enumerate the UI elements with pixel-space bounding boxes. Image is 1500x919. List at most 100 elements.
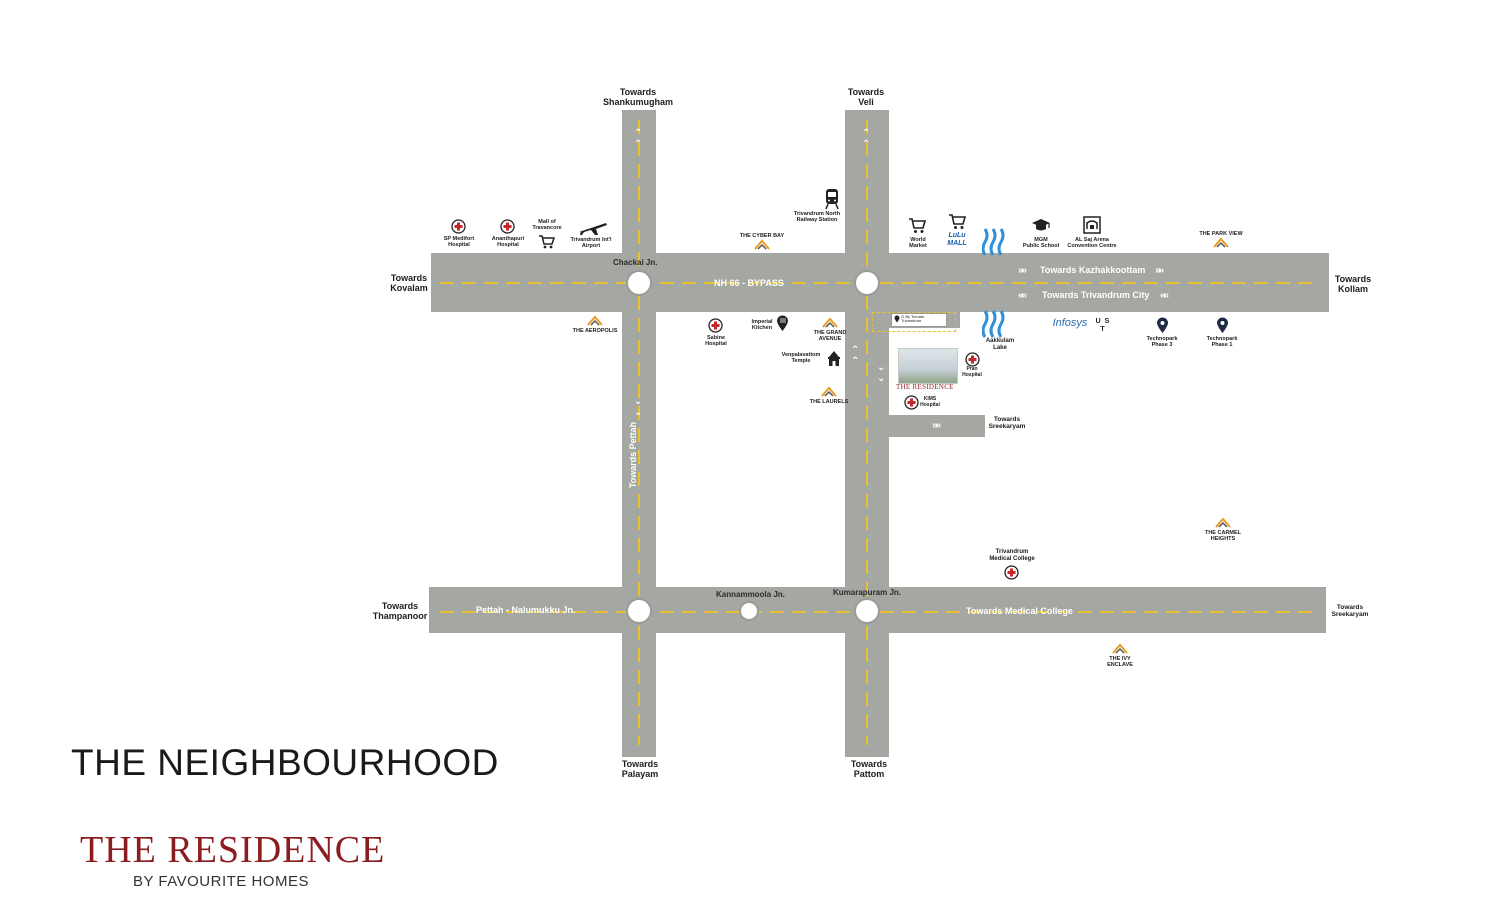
chevron-right-icon: »»: [1018, 265, 1027, 276]
water-icon: [982, 228, 1005, 256]
label-laurels: THE LAURELS: [809, 399, 849, 405]
junction-label-chackai: Chackai Jn.: [613, 258, 658, 267]
junction-label-kannammoola: Kannammoola Jn.: [716, 590, 785, 599]
chevron-up-icon: ⌃⌃: [634, 128, 643, 150]
direction-palayam: Towards Palayam: [621, 759, 659, 780]
road-label-kazhakkoottam: Towards Kazhakkoottam: [1040, 265, 1146, 275]
label-technopark1: Technopark Phase 1: [1206, 336, 1238, 349]
road-label-pettah-vertical: Towards Pettah: [628, 421, 639, 489]
label-mgm: MGM Public School: [1022, 237, 1060, 250]
train-icon: [825, 189, 839, 210]
label-cyber-bay: THE CYBER BAY: [739, 233, 785, 239]
lane-marking: [638, 120, 640, 745]
project-carmel-heights: THE CARMEL HEIGHTS: [1198, 517, 1248, 542]
location-pin-icon: [1217, 317, 1228, 333]
logo-infosys: Infosys: [1052, 317, 1088, 329]
house-logo-icon: [1215, 517, 1231, 528]
brand-subtitle: BY FAVOURITE HOMES: [133, 873, 309, 890]
label-grand-avenue: THE GRAND AVENUE: [813, 330, 847, 343]
arena-icon: [1083, 216, 1101, 234]
hospital-icon: [1004, 565, 1019, 580]
direction-shankumugham: Towards Shankumugham: [602, 87, 673, 108]
logo-ust: U S T: [1095, 318, 1111, 334]
label-ananthapuri: Ananthapuri Hospital: [491, 236, 525, 249]
graduation-cap-icon: [1032, 219, 1050, 231]
house-logo-icon: [1213, 237, 1229, 248]
house-logo-icon: [754, 239, 770, 250]
junction-kumarapuram: [854, 598, 880, 624]
chevron-left-icon: ««: [1018, 290, 1027, 301]
hospital-icon: [965, 352, 980, 367]
junction-chackai: [626, 270, 652, 296]
label-pran: Pran Hospital: [962, 366, 982, 378]
shopping-cart-icon: [909, 218, 927, 233]
route-dashed-outline: [872, 312, 956, 332]
logo-lulu-mall: LuLu MALL: [947, 232, 967, 248]
label-ivy: THE IVY ENCLAVE: [1107, 656, 1133, 669]
label-venpalavattom: Venpalavattom Temple: [781, 352, 821, 365]
residence-building-image: [898, 348, 958, 384]
hospital-icon: [708, 318, 723, 333]
hospital-icon: [500, 219, 515, 234]
direction-kovalam: Towards Kovalam: [390, 273, 428, 294]
temple-icon: [828, 351, 840, 366]
label-carmel: THE CARMEL HEIGHTS: [1204, 530, 1242, 543]
callout-label: G By Tomato Trivandrum: [901, 314, 925, 323]
project-ivy-enclave: THE IVY ENCLAVE: [1096, 643, 1144, 668]
chevron-right-icon: »»: [1155, 265, 1164, 276]
chevron-down-icon: ⌄⌄: [877, 362, 886, 384]
direction-kollam: Towards Kollam: [1334, 274, 1372, 295]
direction-pattom: Towards Pattom: [850, 759, 888, 780]
direction-sreekaryam-mid: Towards Sreekaryam: [988, 416, 1026, 431]
project-aeropolis: THE AEROPOLIS: [570, 315, 620, 334]
road-label-trivandrum-city: Towards Trivandrum City: [1042, 290, 1150, 300]
chevron-down-icon: ⌄⌄: [634, 396, 643, 418]
residence-caption: THE RESIDENCE: [896, 383, 954, 391]
page-title: THE NEIGHBOURHOOD: [71, 742, 499, 783]
direction-thampanoor: Towards Thampanoor: [372, 601, 428, 622]
label-medical-college: Trivandrum Medical College: [989, 549, 1035, 562]
label-sabine: Sabine Hospital: [705, 335, 727, 348]
location-pin-icon: [1157, 317, 1168, 333]
project-cyber-bay: THE CYBER BAY: [738, 233, 786, 252]
brand-name: THE RESIDENCE: [80, 829, 386, 871]
lane-marking: [866, 120, 868, 745]
house-logo-icon: [587, 315, 603, 326]
location-pin-icon: [894, 315, 900, 323]
label-technopark3: Technopark Phase 3: [1146, 336, 1178, 349]
road-label-pettah-nalumukku: Pettah - Nalumukku Jn.: [476, 605, 576, 615]
hospital-icon: [451, 219, 466, 234]
junction-label-kumarapuram: Kumarapuram Jn.: [833, 588, 902, 597]
label-sp-medifort: SP Medifort Hospital: [443, 236, 475, 249]
label-aeropolis: THE AEROPOLIS: [572, 328, 618, 334]
restaurant-pin-icon: [777, 315, 788, 331]
label-mall-travancore: Mall of Travancore: [532, 219, 562, 232]
water-icon: [982, 310, 1005, 338]
road-label-medical-college: Towards Medical College: [966, 606, 1073, 616]
junction-kannammoola: [739, 601, 759, 621]
label-airport: Trivandrum Int'l Airport: [570, 237, 612, 250]
label-al-saj: AL Saj Arena Convention Centre: [1067, 237, 1117, 250]
project-park-view: THE PARK VIEW: [1196, 231, 1246, 250]
direction-veli: Towards Veli: [847, 87, 885, 108]
shopping-cart-icon: [539, 235, 555, 249]
lane-marking: [440, 282, 1320, 284]
project-grand-avenue: THE GRAND AVENUE: [808, 317, 852, 342]
label-world-market: World Market: [909, 237, 927, 250]
chevron-left-icon: ««: [1160, 290, 1169, 301]
project-laurels: THE LAURELS: [806, 386, 852, 405]
label-railway: Trivandrum North Railway Station: [793, 211, 841, 224]
chevron-right-icon: »»: [932, 420, 941, 431]
label-aakkulam: Aakkulam Lake: [985, 338, 1015, 351]
house-logo-icon: [822, 317, 838, 328]
house-logo-icon: [1112, 643, 1128, 654]
road-sreekaryam-branch: [880, 415, 985, 437]
label-imperial: Imperial Kitchen: [751, 319, 773, 332]
hospital-icon: [904, 395, 919, 410]
shopping-cart-icon: [949, 214, 967, 229]
junction-pettah: [626, 598, 652, 624]
chevron-up-icon: ⌃⌃: [862, 128, 871, 150]
road-label-nh66: NH 66 - BYPASS: [714, 278, 784, 288]
map-callout: G By Tomato Trivandrum: [891, 313, 947, 327]
airplane-icon: [579, 223, 607, 235]
